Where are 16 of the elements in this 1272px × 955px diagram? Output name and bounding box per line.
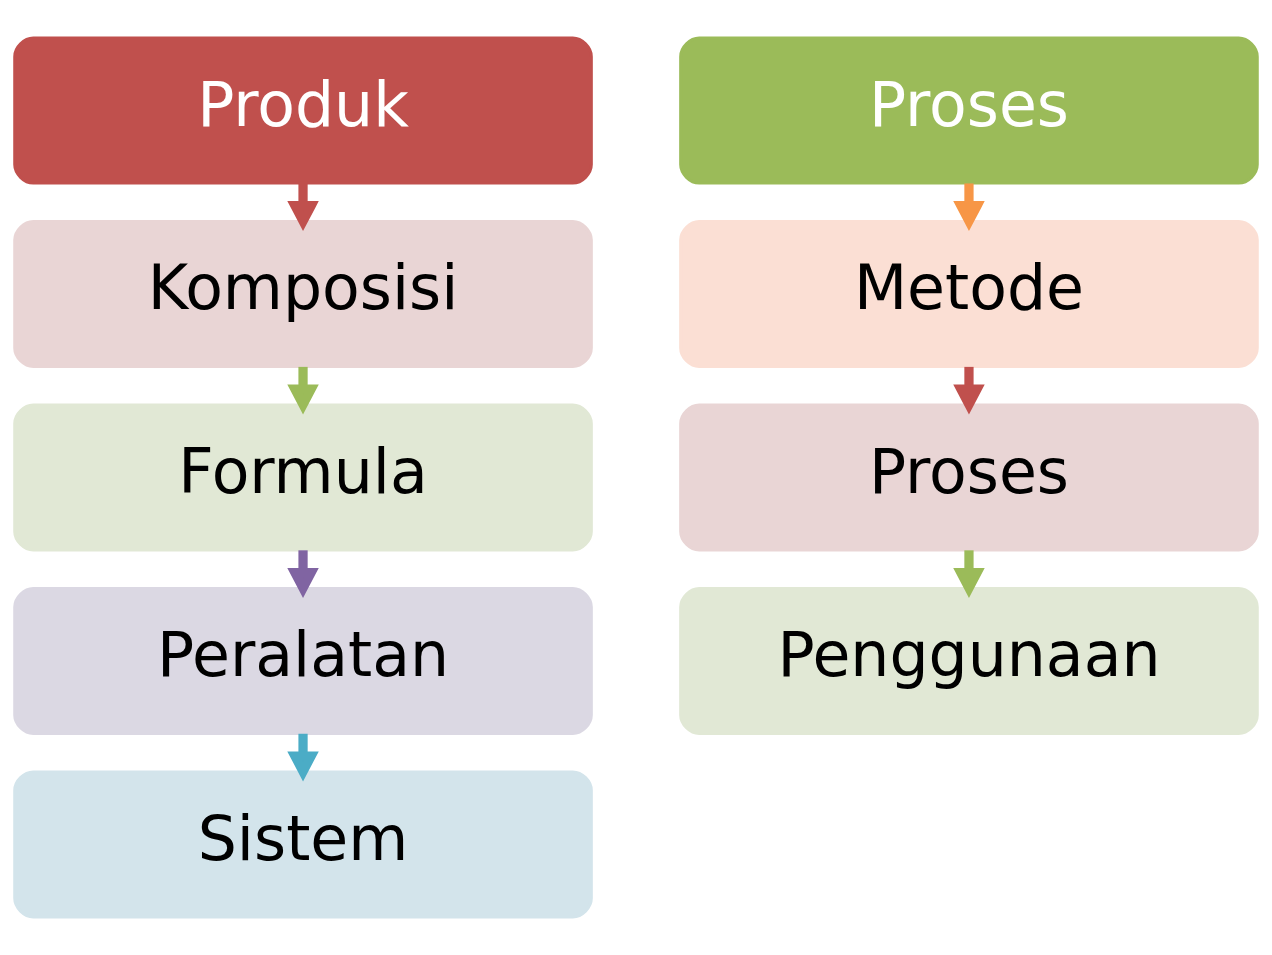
arrow: [287, 366, 319, 415]
node-box: Formula: [13, 403, 593, 552]
node-box: Peralatan: [13, 586, 593, 735]
arrow: [287, 550, 319, 598]
node-box: Komposisi: [13, 220, 593, 369]
node-box: Sistem: [13, 770, 593, 919]
arrow: [287, 183, 319, 232]
node-box: Penggunaan: [679, 586, 1259, 735]
arrow: [953, 183, 985, 232]
node-box: Proses: [679, 36, 1259, 185]
node-box: Produk: [13, 36, 593, 185]
node-box: Metode: [679, 220, 1259, 369]
arrow: [953, 366, 985, 415]
arrow: [287, 733, 319, 782]
node-box: Proses: [679, 403, 1259, 552]
arrow: [953, 550, 985, 598]
